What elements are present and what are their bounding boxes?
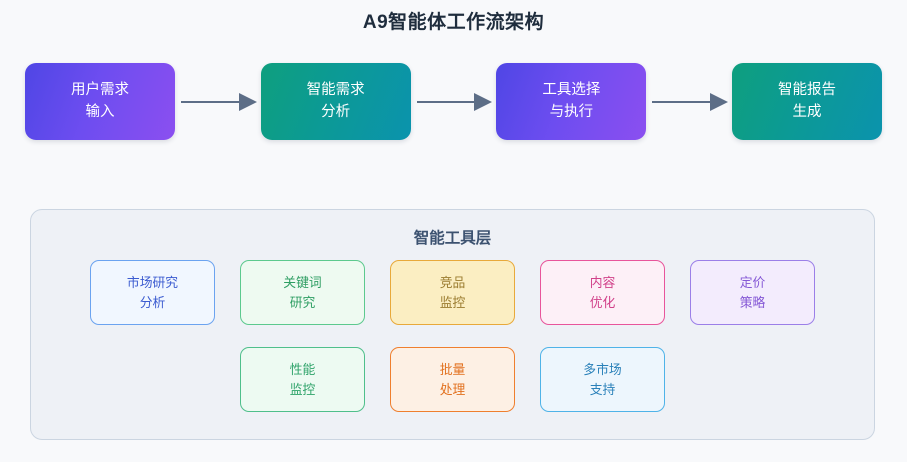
tool-card-batch-processing[interactable]: 批量 处理: [390, 347, 515, 412]
workflow-flow-row: 用户需求 输入 智能需求 分析 工具选择 与执行 智能报告 生成: [25, 63, 883, 140]
tool-card-row-2: 性能 监控 批量 处理 多市场 支持: [31, 347, 874, 412]
tool-card-line1: 关键词: [283, 275, 322, 291]
tool-card-line1: 内容: [589, 275, 616, 291]
flow-step-4[interactable]: 智能报告 生成: [732, 63, 883, 140]
flow-step-2-line2: 分析: [321, 103, 351, 120]
tool-card-line2: 监控: [439, 294, 466, 310]
flow-step-1[interactable]: 用户需求 输入: [25, 63, 175, 140]
tool-card-line2: 监控: [289, 381, 316, 397]
tool-layer-title: 智能工具层: [413, 230, 492, 247]
arrow-right-icon-1: [177, 92, 259, 111]
arrow-head: [238, 92, 257, 111]
tool-card-performance-monitoring[interactable]: 性能 监控: [240, 347, 365, 412]
arrow-right-icon-2: [413, 92, 495, 111]
tool-card-row-1: 市场研究 分析 关键词 研究 竞品 监控 内容 优化 定价 策略: [31, 260, 874, 325]
arrow-head: [474, 92, 493, 111]
tool-card-line1: 定价: [739, 275, 766, 291]
tool-card-grid: 市场研究 分析 关键词 研究 竞品 监控 内容 优化 定价 策略 性能: [31, 260, 874, 412]
flow-step-3-line1: 工具选择: [542, 82, 601, 99]
tool-card-line2: 支持: [589, 381, 616, 397]
tool-card-line2: 处理: [439, 381, 466, 397]
tool-card-line1: 批量: [439, 362, 466, 378]
arrow-right-icon-3: [648, 92, 730, 111]
arrow-shaft: [181, 100, 241, 103]
arrow-shaft: [416, 100, 477, 103]
tool-card-line1: 市场研究: [126, 275, 179, 291]
flow-step-2[interactable]: 智能需求 分析: [260, 63, 411, 140]
arrow-shaft: [652, 100, 713, 103]
flow-step-1-line2: 输入: [85, 103, 115, 120]
flow-step-3-line2: 与执行: [549, 103, 594, 120]
tool-card-keyword-research[interactable]: 关键词 研究: [240, 260, 365, 325]
tool-card-multi-market-support[interactable]: 多市场 支持: [540, 347, 665, 412]
tool-card-line2: 优化: [589, 294, 616, 310]
tool-card-line2: 研究: [289, 294, 316, 310]
flow-step-4-line1: 智能报告: [778, 82, 837, 99]
page-title: A9智能体工作流架构: [362, 12, 545, 33]
tool-card-content-optimization[interactable]: 内容 优化: [540, 260, 665, 325]
tool-layer-panel: 智能工具层 市场研究 分析 关键词 研究 竞品 监控 内容 优化 定价 策略: [30, 209, 875, 440]
tool-card-line1: 性能: [289, 362, 316, 378]
flow-step-4-line2: 生成: [792, 103, 822, 120]
tool-card-line2: 分析: [139, 294, 166, 310]
flow-step-3[interactable]: 工具选择 与执行: [496, 63, 647, 140]
flow-step-1-line1: 用户需求: [71, 82, 129, 99]
tool-card-line1: 竞品: [439, 275, 466, 291]
tool-card-line2: 策略: [739, 294, 766, 310]
arrow-head: [710, 92, 729, 111]
flow-step-2-line1: 智能需求: [306, 82, 365, 99]
tool-card-market-research[interactable]: 市场研究 分析: [90, 260, 215, 325]
tool-card-line1: 多市场: [583, 362, 622, 378]
tool-card-competitor-monitoring[interactable]: 竞品 监控: [390, 260, 515, 325]
tool-card-pricing-strategy[interactable]: 定价 策略: [690, 260, 815, 325]
